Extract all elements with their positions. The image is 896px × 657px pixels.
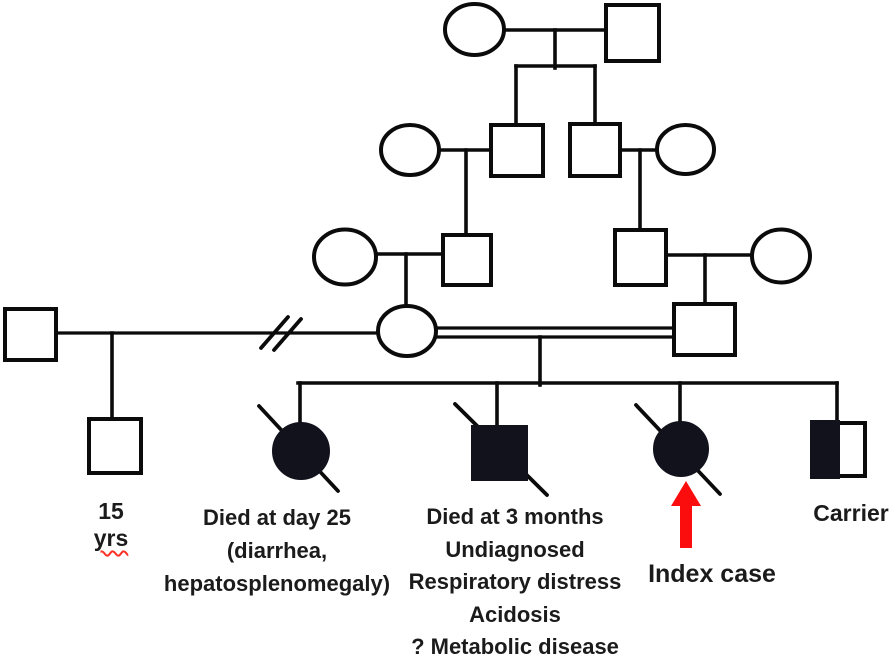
- individual-g2-male-left-square: [489, 123, 545, 178]
- caption-line: Died at 3 months: [426, 504, 604, 529]
- individual-g4-father-square: [672, 302, 737, 357]
- individual-g5-son-15yrs-square: [87, 417, 143, 475]
- individual-g3-female-left-circle: [312, 227, 378, 287]
- carrier-half-fill: [810, 420, 840, 479]
- individual-g2-male-right-square: [568, 122, 622, 178]
- carrier-label: Carrier: [813, 500, 889, 526]
- age-label-word: yrs: [93, 525, 129, 551]
- caption-line: Died at day 25: [203, 505, 351, 530]
- index-case-arrow-icon: [671, 481, 701, 548]
- individual-g5-index-case-circle: [653, 421, 709, 477]
- separation-slash-icon: [259, 315, 290, 350]
- individual-g5-affected-male-square: [471, 425, 528, 481]
- individual-g3-male-right-square: [613, 228, 668, 287]
- age-label: 15 yrs: [61, 498, 161, 552]
- individual-g2-female-right-circle: [655, 123, 716, 176]
- separation-slash-icon: [272, 317, 303, 352]
- index-case-label: Index case: [648, 560, 776, 588]
- caption-line: Respiratory distress: [408, 569, 622, 594]
- individual-g5-affected-female1-circle: [272, 422, 330, 480]
- caption-line: ? Metabolic disease: [411, 634, 619, 657]
- individual-g4-separated-male-square: [3, 307, 58, 362]
- individual-g1-female-circle: [443, 2, 506, 57]
- caption-line: (diarrhea,: [226, 538, 328, 563]
- age-label-prefix: 15: [98, 498, 124, 524]
- individual-g4-mother-circle: [376, 304, 438, 358]
- individual-g3-female-right-circle: [750, 227, 812, 285]
- caption-line: hepatosplenomegaly): [163, 571, 391, 596]
- individual-g3-male-left-square: [441, 233, 493, 287]
- caption-daughter1: Died at day 25 (diarrhea, hepatosplenome…: [146, 501, 408, 600]
- individual-g1-male-square: [604, 3, 661, 63]
- caption-son2: Died at 3 months Undiagnosed Respiratory…: [393, 501, 637, 657]
- caption-line: Acidosis: [469, 601, 561, 627]
- individual-g2-female-left-circle: [379, 123, 441, 177]
- caption-line: Undiagnosed: [445, 536, 585, 562]
